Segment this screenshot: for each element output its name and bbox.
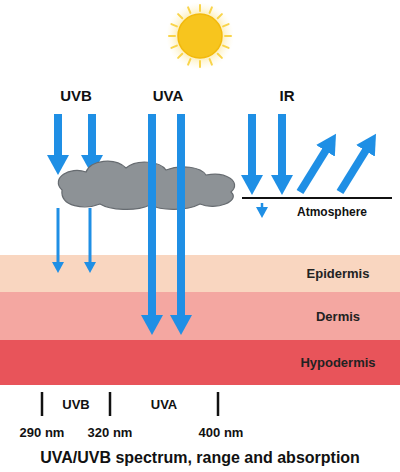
hypodermis-band: Hypodermis xyxy=(0,340,400,385)
radiation-label: UVB xyxy=(60,88,92,105)
sun xyxy=(166,2,234,70)
wavelength-label: 290 nm xyxy=(20,426,65,440)
layer-label: Epidermis xyxy=(307,266,370,281)
epidermis-band: Epidermis xyxy=(0,255,400,292)
uvb-thin-arrows xyxy=(58,208,90,263)
cloud xyxy=(58,161,234,209)
radiation-label: IR xyxy=(280,88,295,105)
radiation-label: UVA xyxy=(153,88,184,105)
range-label: UVB xyxy=(62,398,89,412)
wavelength-label: 320 nm xyxy=(88,426,133,440)
atmosphere-label: Atmosphere xyxy=(297,206,367,219)
scale-ticks xyxy=(42,392,218,416)
ir-arrows xyxy=(252,114,366,208)
wavelength-label: 400 nm xyxy=(199,426,244,440)
dermis-band: Dermis xyxy=(0,292,400,340)
atmosphere-line xyxy=(242,197,392,199)
uvb-arrows xyxy=(58,114,92,156)
uva-arrows xyxy=(152,114,181,316)
range-label: UVA xyxy=(151,398,177,412)
layer-label: Dermis xyxy=(316,309,360,324)
caption: UVA/UVB spectrum, range and absorption xyxy=(40,449,360,467)
layer-label: Hypodermis xyxy=(300,355,375,370)
